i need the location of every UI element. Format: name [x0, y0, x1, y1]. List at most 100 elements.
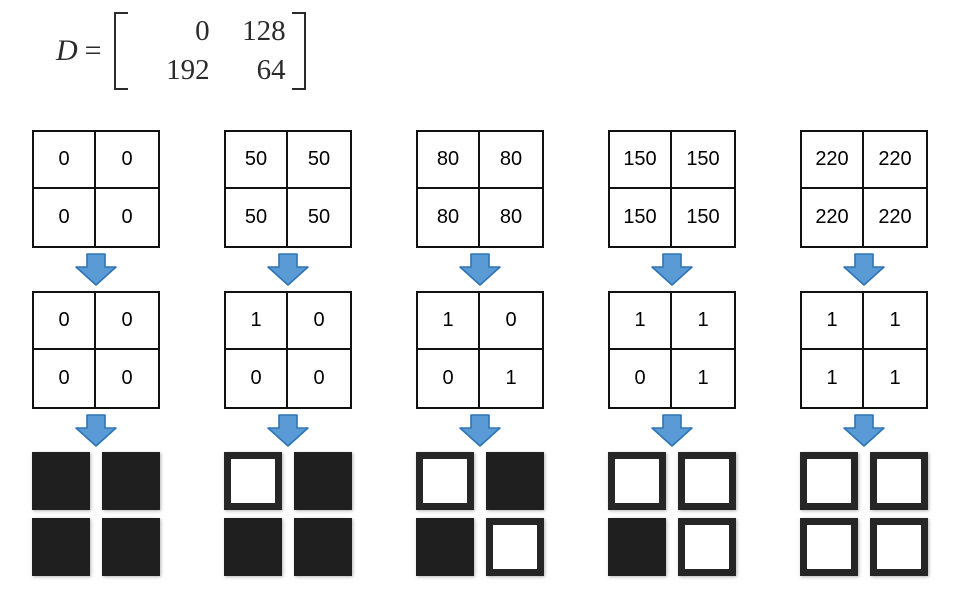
input-cell: 80 [480, 132, 542, 189]
input-cell: 0 [34, 189, 96, 246]
render-arrow [74, 409, 118, 452]
render-arrow [650, 409, 694, 452]
output-cell: 1 [889, 367, 901, 389]
arrow-down-icon [843, 413, 885, 447]
arrow-down-icon [459, 413, 501, 447]
dither-matrix-formula: D = 0 128 192 64 [56, 12, 306, 90]
input-cell: 220 [802, 189, 864, 246]
pixel-block-off [102, 518, 160, 576]
output-cell: 1 [672, 293, 734, 350]
output-cell: 1 [418, 293, 480, 350]
transform-arrow [650, 248, 694, 291]
output-cell: 0 [418, 350, 480, 407]
input-cell: 150 [610, 189, 672, 246]
pixel-block-off [224, 518, 282, 576]
arrow-down-icon [75, 252, 117, 286]
pixel-block-on [870, 452, 928, 510]
arrow-down-icon [843, 252, 885, 286]
matrix-cell: 192 [166, 54, 210, 86]
pixel-block-off [102, 452, 160, 510]
pixel-block-off [294, 518, 352, 576]
output-cell: 1 [864, 293, 926, 350]
rendered-pixel-grid [32, 452, 160, 576]
output-cell: 0 [480, 293, 542, 350]
matrix-cell: 128 [242, 15, 286, 47]
output-cell: 0 [313, 367, 325, 389]
pixel-block-on [678, 518, 736, 576]
transform-arrow [74, 248, 118, 291]
equals-sign: = [84, 34, 102, 67]
pixel-block-on [800, 518, 858, 576]
pixel-block-on [678, 452, 736, 510]
matrix-row: 0 128 [134, 12, 286, 51]
pixel-block-off [608, 518, 666, 576]
rendered-pixel-grid [416, 452, 544, 576]
input-cell: 80 [418, 132, 480, 189]
pixel-block-on [486, 518, 544, 576]
rendered-pixel-grid [800, 452, 928, 576]
rendered-pixel-grid [608, 452, 736, 576]
input-cell: 150 [672, 132, 734, 189]
output-cell: 1 [802, 350, 864, 407]
output-cell: 1 [697, 367, 709, 389]
pixel-block-on [416, 452, 474, 510]
transform-arrow [842, 248, 886, 291]
render-arrow [842, 409, 886, 452]
output-cell: 0 [121, 367, 133, 389]
input-cell: 50 [288, 132, 350, 189]
arrow-down-icon [651, 252, 693, 286]
pixel-block-on [800, 452, 858, 510]
pixel-block-off [486, 452, 544, 510]
input-cell: 80 [418, 189, 480, 246]
input-cell: 0 [34, 132, 96, 189]
input-cell: 50 [226, 132, 288, 189]
pixel-block-off [32, 452, 90, 510]
matrix-cell: 64 [256, 54, 286, 86]
render-arrow [458, 409, 502, 452]
output-cell: 1 [505, 367, 517, 389]
rendered-pixel-grid [224, 452, 352, 576]
arrow-down-icon [267, 252, 309, 286]
arrow-down-icon [459, 252, 501, 286]
input-cell: 220 [802, 132, 864, 189]
input-cell: 0 [96, 132, 158, 189]
matrix-row: 192 64 [134, 51, 286, 90]
pixel-block-off [294, 452, 352, 510]
pixel-block-on [224, 452, 282, 510]
output-cell: 0 [96, 293, 158, 350]
render-arrow [266, 409, 310, 452]
input-cell: 150 [686, 206, 720, 228]
pixel-block-off [416, 518, 474, 576]
input-cell: 150 [610, 132, 672, 189]
input-cell: 50 [226, 189, 288, 246]
output-cell: 0 [610, 350, 672, 407]
arrow-down-icon [75, 413, 117, 447]
matrix-values: 0 128 192 64 [128, 12, 292, 90]
output-cell: 0 [226, 350, 288, 407]
output-cell: 0 [288, 293, 350, 350]
input-cell: 80 [499, 206, 523, 228]
pixel-block-off [32, 518, 90, 576]
matrix-cell: 0 [195, 15, 210, 47]
input-cell: 220 [878, 206, 912, 228]
input-cell: 0 [121, 206, 133, 228]
output-cell: 1 [226, 293, 288, 350]
pixel-block-on [870, 518, 928, 576]
transform-arrow [458, 248, 502, 291]
output-cell: 1 [610, 293, 672, 350]
right-bracket-icon [291, 12, 306, 90]
